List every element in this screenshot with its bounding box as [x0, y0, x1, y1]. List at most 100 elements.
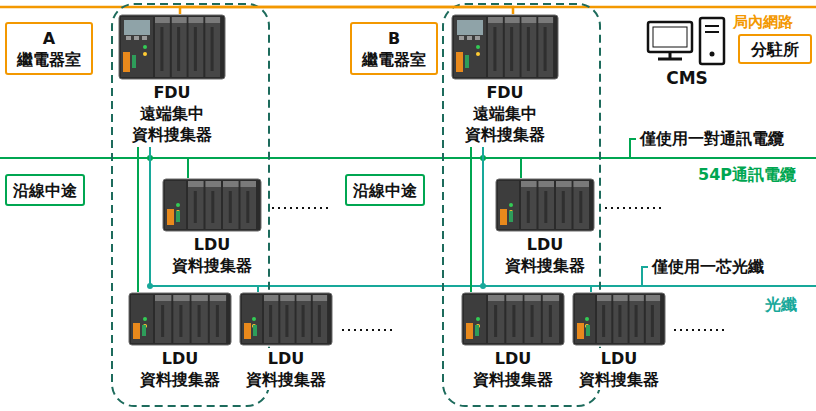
device-part [597, 295, 611, 343]
device-part [264, 295, 278, 301]
device-part [510, 27, 513, 71]
device-part [476, 45, 480, 49]
device-part [123, 52, 130, 72]
device-part [544, 27, 547, 71]
device-part [161, 305, 164, 337]
device-part [505, 17, 520, 77]
device-illustration [128, 292, 232, 346]
device-part [457, 20, 483, 35]
annotation-label: CMS [648, 68, 726, 88]
device-part [131, 295, 153, 343]
device-part [577, 323, 584, 339]
device-part [155, 17, 170, 23]
device-part [142, 325, 146, 336]
device-part [646, 295, 660, 343]
communication-line [150, 147, 188, 178]
device-part [573, 293, 665, 345]
device-holder [461, 292, 565, 346]
device-part [522, 17, 537, 23]
device-caption: LDU 資料搜集器 [569, 348, 669, 390]
device-part [549, 305, 552, 337]
device-part [462, 293, 564, 345]
device-part [297, 295, 311, 301]
device-part [124, 20, 150, 35]
device-part [302, 305, 305, 337]
device-part [544, 191, 547, 223]
box-label: 沿線中途 [353, 180, 417, 201]
device-part [134, 36, 139, 40]
data-collector-unit: FDU 遠端集中 資料搜集器 [115, 14, 229, 147]
device-part [464, 295, 486, 343]
device-part [525, 295, 541, 343]
annotation-label: 光纖 [765, 295, 797, 315]
device-part [466, 323, 473, 339]
leader-line [630, 139, 636, 158]
monitor-icon [648, 22, 692, 52]
device-part [579, 191, 582, 223]
device-part [543, 295, 559, 301]
device-part [133, 323, 140, 339]
device-part [538, 17, 553, 77]
device-caption: LDU 資料搜集器 [461, 348, 565, 390]
device-part [188, 181, 204, 187]
device-part [488, 17, 503, 77]
device-part [556, 181, 572, 229]
device-part [189, 17, 204, 23]
device-part [241, 181, 257, 229]
continuation-dots [272, 207, 330, 209]
device-part [586, 325, 590, 336]
device-part [198, 305, 201, 337]
box-label: A [43, 28, 55, 49]
device-part [313, 295, 327, 343]
device-illustration [572, 292, 666, 346]
device-caption: FDU 遠端集中 資料搜集器 [120, 82, 224, 145]
device-part [475, 325, 479, 336]
device-part [285, 305, 288, 337]
device-part [500, 209, 507, 225]
data-collector-unit: LDU 資料搜集器 [162, 178, 262, 278]
device-part [264, 295, 278, 343]
monitor-stand [669, 52, 672, 58]
caption-wrap: LDU 資料搜集器 [162, 178, 262, 276]
device-part [465, 55, 469, 68]
monitor-screen [653, 27, 687, 47]
device-part [506, 295, 522, 343]
device-part [132, 55, 136, 68]
annotation-label: 局內網路 [733, 12, 793, 32]
device-part [172, 17, 187, 77]
device-part [194, 27, 197, 71]
device-holder [495, 178, 595, 232]
tower-slot [705, 25, 719, 27]
device-part [173, 295, 189, 301]
device-part [527, 191, 530, 223]
device-part [476, 317, 480, 321]
device-part [246, 191, 249, 223]
box-label: B [388, 28, 400, 49]
device-part [512, 305, 515, 337]
device-part [252, 317, 256, 321]
device-part [188, 181, 204, 229]
caption-wrap: LDU 資料搜集器 [236, 292, 336, 390]
device-part [488, 295, 504, 343]
device-part [476, 52, 480, 56]
device-part [142, 36, 147, 40]
communication-line [470, 147, 472, 292]
device-part [155, 295, 171, 301]
communication-line [483, 147, 521, 178]
device-part [635, 305, 638, 337]
server-tower-icon [700, 18, 724, 64]
device-part [313, 295, 327, 301]
caption-wrap: FDU 遠端集中 資料搜集器 [448, 14, 562, 145]
device-part [602, 305, 605, 337]
device-part [630, 295, 644, 301]
device-part [223, 181, 239, 187]
device-illustration [118, 14, 226, 80]
device-part [143, 52, 147, 56]
device-illustration [162, 178, 262, 232]
device-part [613, 295, 627, 301]
device-part [119, 15, 225, 79]
device-part [539, 181, 555, 229]
device-part [651, 305, 654, 337]
device-part [597, 295, 611, 301]
